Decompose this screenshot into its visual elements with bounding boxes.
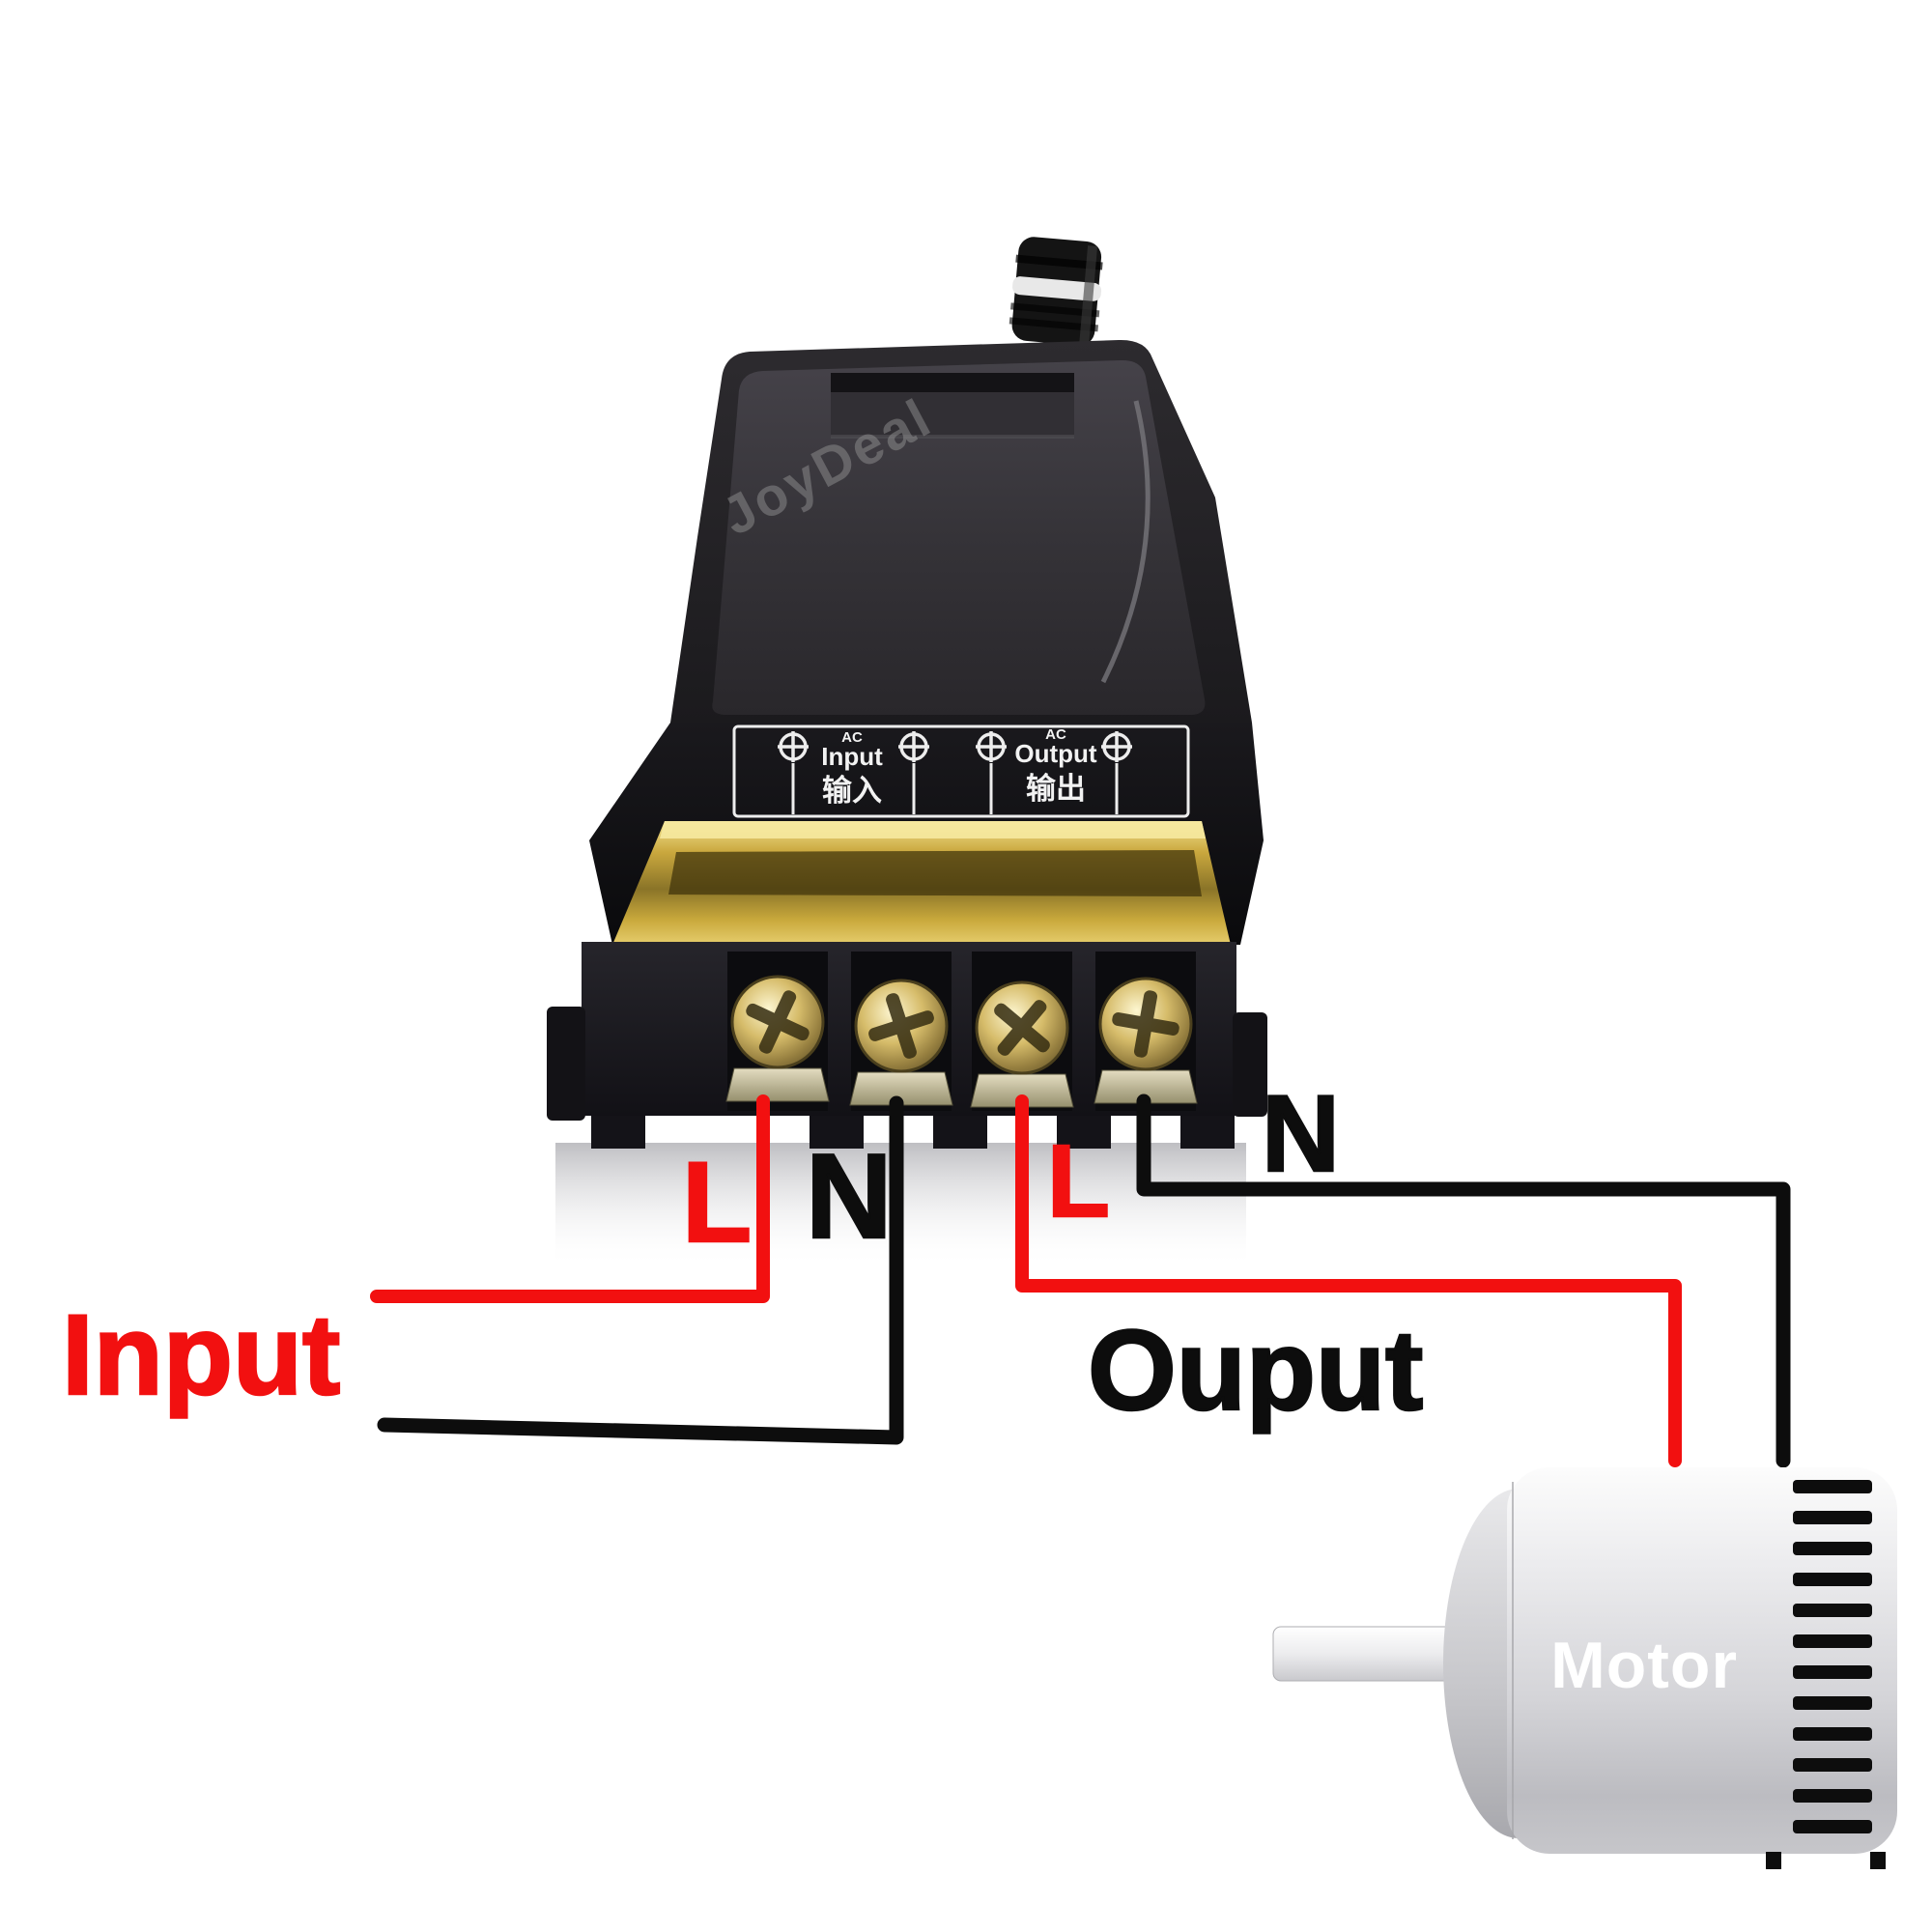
panel-input-en: Input (821, 742, 883, 771)
panel-input-cn: 输入 (822, 774, 882, 808)
input-title: Input (61, 1292, 342, 1419)
terminal-screw-3 (975, 980, 1069, 1075)
motor-foot-right (1870, 1852, 1886, 1869)
output-neutral-wire (1136, 1094, 1791, 1468)
output-neutral-label: N (1261, 1073, 1341, 1194)
motor-vents (1793, 1480, 1872, 1833)
output-live-wire (1015, 1094, 1682, 1467)
panel-output-en: Output (1014, 739, 1097, 768)
input-neutral-wire (377, 1095, 904, 1445)
panel-output-ac: AC (1045, 726, 1066, 743)
brass-terminal-cover (612, 821, 1231, 945)
screw-symbol-4-icon (1101, 731, 1132, 762)
relay-top-slot (831, 373, 1074, 439)
relay-top-recess (712, 359, 1206, 715)
motor-shaft (1272, 1626, 1463, 1682)
motor-foot-left (1766, 1852, 1781, 1869)
gloss-highlight (1100, 400, 1151, 684)
terminal-label-panel: AC Input 输入 AC Output 输出 (732, 724, 1190, 818)
output-live-label: L (1046, 1124, 1111, 1238)
screw-symbol-1-icon (778, 731, 809, 762)
output-title: Ouput (1087, 1307, 1425, 1435)
motor: Motor (1272, 1467, 1897, 1869)
terminal-screw-4 (1098, 977, 1193, 1071)
terminal-screw-2 (854, 979, 949, 1073)
screw-symbol-2-icon (898, 731, 929, 762)
antenna-stub (1009, 237, 1103, 346)
relay-device: JoyDeal AC Input (547, 237, 1267, 1149)
terminal-screw-1 (730, 975, 825, 1069)
panel-input-ac: AC (841, 729, 863, 746)
panel-output-cn: 输出 (1026, 772, 1086, 806)
input-live-wire (370, 1094, 770, 1303)
motor-label: Motor (1550, 1629, 1738, 1702)
screw-symbol-3-icon (976, 731, 1007, 762)
terminal-block (547, 942, 1267, 1149)
input-neutral-label: N (805, 1130, 894, 1264)
motor-body (1507, 1467, 1897, 1854)
input-live-label: L (681, 1139, 753, 1266)
